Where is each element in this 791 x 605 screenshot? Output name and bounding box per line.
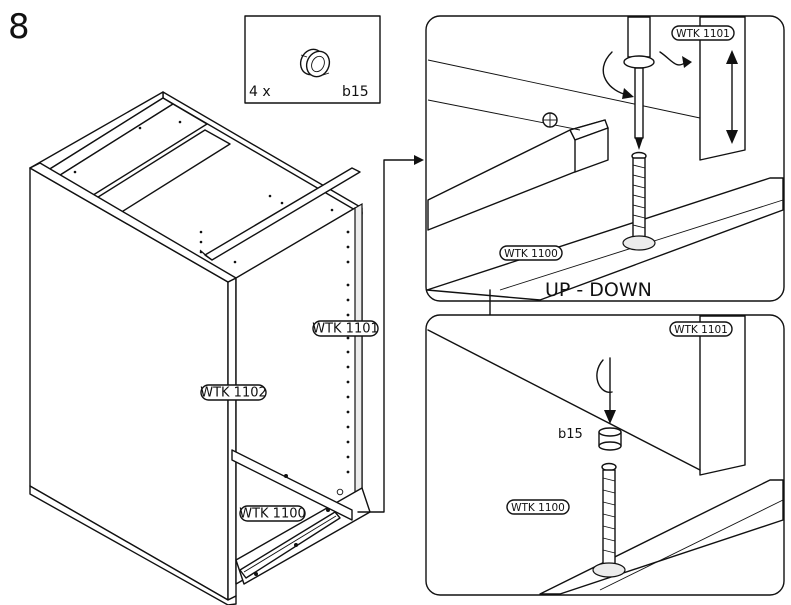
up-down-arrow-icon	[726, 50, 738, 144]
svg-text:WTK 1102: WTK 1102	[200, 386, 267, 401]
svg-text:WTK 1100: WTK 1100	[504, 248, 558, 260]
svg-text:WTK 1100: WTK 1100	[239, 507, 306, 522]
step-number: 8	[8, 7, 30, 47]
svg-text:WTK 1101: WTK 1101	[676, 28, 730, 40]
parts-code: b15	[342, 84, 369, 100]
screwdriver-icon	[602, 16, 692, 150]
cap-b15-icon	[598, 427, 622, 451]
detail-bottom-tag-upper: WTK 1101	[669, 321, 733, 337]
leveling-foot-icon	[592, 462, 626, 578]
shelf-holes	[73, 120, 350, 576]
detail-top-caption: UP - DOWN	[545, 279, 652, 301]
detail-top: WTK 1101 WTK 1100 UP - DOWN	[425, 15, 785, 302]
label-bottom-panel: WTK 1100	[239, 505, 306, 522]
svg-text:WTK 1101: WTK 1101	[674, 324, 728, 336]
parts-quantity: 4 x	[249, 84, 271, 100]
cap-b15-icon	[299, 48, 331, 78]
detail-bottom-tag-lower: WTK 1100	[506, 499, 570, 515]
detail-bottom: b15 WTK 1101 WTK 1100	[425, 314, 785, 596]
label-right-panel: WTK 1101	[312, 320, 379, 337]
svg-text:WTK 1100: WTK 1100	[511, 502, 565, 514]
detail-bottom-part-label: b15	[558, 427, 583, 442]
svg-text:WTK 1101: WTK 1101	[312, 322, 379, 337]
cabinet-drawing	[29, 91, 424, 605]
press-down-arrow-icon	[596, 357, 616, 424]
detail-top-tag-lower: WTK 1100	[499, 245, 563, 261]
label-side-panel: WTK 1102	[200, 384, 267, 401]
detail-top-tag-upper: WTK 1101	[671, 25, 735, 41]
parts-box: 4 x b15	[244, 15, 381, 104]
leveling-foot-icon	[622, 151, 656, 251]
